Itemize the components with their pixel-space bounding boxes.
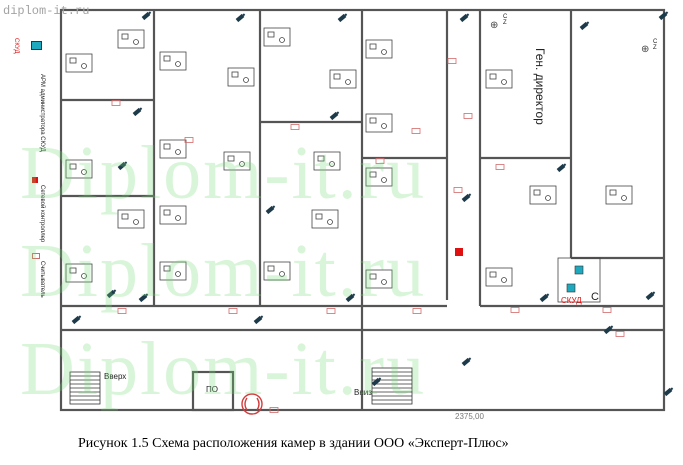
workstation-desk <box>263 27 291 47</box>
workstation-desk <box>311 209 339 229</box>
workstation-desk <box>159 205 187 225</box>
workstation-desk <box>159 51 187 71</box>
site-url: diplom-it.ru <box>3 4 90 18</box>
camera-icon <box>265 205 276 215</box>
door-sensor-icon <box>269 407 279 413</box>
workstation-desk <box>365 269 393 289</box>
door-sensor-icon <box>602 307 612 313</box>
camera-icon <box>579 21 590 31</box>
door-sensor-icon <box>290 124 300 130</box>
legend-reader: Считыватель <box>39 261 45 298</box>
cz-label-2: C Z <box>653 39 658 51</box>
camera-icon <box>235 13 246 23</box>
camera-icon <box>645 291 656 301</box>
workstation-desk <box>485 267 513 287</box>
workstation-desk <box>117 29 145 49</box>
workstation-desk <box>365 113 393 133</box>
c-label: С <box>591 291 599 303</box>
skud-monitor-icon <box>566 283 576 293</box>
door-sensor-icon <box>411 128 421 134</box>
down-label: Вниз <box>354 388 372 397</box>
door-sensor-icon <box>453 187 463 193</box>
legend-controller-icon <box>32 177 38 183</box>
door-sensor-icon <box>463 113 473 119</box>
workstation-desk <box>313 151 341 171</box>
door-sensor-icon <box>510 307 520 313</box>
stairs-left <box>69 371 101 405</box>
camera-icon <box>539 293 550 303</box>
door-sensor-icon <box>375 158 385 164</box>
stairs-right <box>371 367 413 405</box>
entrance-turnstile-icon <box>241 393 263 415</box>
gen-director-label: Ген. директор <box>533 48 547 125</box>
door-sensor-icon <box>111 100 121 106</box>
legend-arm: АРМ администратора СКУД <box>39 74 45 152</box>
camera-icon <box>106 289 117 299</box>
camera-icon <box>253 315 264 325</box>
workstation-desk <box>227 67 255 87</box>
legend-reader-icon <box>32 253 40 259</box>
camera-icon <box>459 13 470 23</box>
door-sensor-icon <box>495 164 505 170</box>
workstation-desk <box>159 139 187 159</box>
camera-icon <box>663 387 674 397</box>
workstation-desk <box>485 69 513 89</box>
workstation-desk <box>529 185 557 205</box>
figure-caption: Рисунок 1.5 Схема расположения камер в з… <box>78 436 509 451</box>
door-sensor-icon <box>326 308 336 314</box>
door-sensor-icon <box>184 137 194 143</box>
workstation-desk <box>65 263 93 283</box>
workstation-desk <box>117 209 145 229</box>
skud-monitor-icon <box>574 265 584 275</box>
camera-icon <box>337 13 348 23</box>
legend-controller: Сетевой контроллер <box>39 185 45 243</box>
legend-skud: СКУД <box>13 38 19 54</box>
camera-icon <box>603 325 614 335</box>
workstation-desk <box>223 151 251 171</box>
number-label: 2375,00 <box>455 412 484 421</box>
camera-icon <box>117 161 128 171</box>
fan-icon: ⊕ <box>490 20 498 31</box>
camera-icon <box>132 107 143 117</box>
door-sensor-icon <box>412 308 422 314</box>
workstation-desk <box>605 185 633 205</box>
camera-icon <box>461 357 472 367</box>
network-controller-icon <box>455 248 463 256</box>
camera-icon <box>461 193 472 203</box>
workstation-desk <box>65 53 93 73</box>
camera-icon <box>658 11 669 21</box>
workstation-desk <box>365 167 393 187</box>
up-label: Вверх <box>104 372 127 381</box>
door-sensor-icon <box>615 331 625 337</box>
fan-icon: ⊕ <box>641 44 649 55</box>
camera-icon <box>371 377 382 387</box>
door-sensor-icon <box>228 308 238 314</box>
workstation-desk <box>365 39 393 59</box>
workstation-desk <box>263 261 291 281</box>
camera-icon <box>345 293 356 303</box>
workstation-desk <box>159 261 187 281</box>
workstation-desk <box>65 159 93 179</box>
camera-icon <box>138 293 149 303</box>
camera-icon <box>329 111 340 121</box>
camera-icon <box>71 315 82 325</box>
skud-console <box>557 257 601 303</box>
cz-label-1: C Z <box>503 14 508 26</box>
legend-monitor-icon <box>31 41 42 50</box>
door-sensor-icon <box>447 58 457 64</box>
camera-icon <box>141 11 152 21</box>
camera-icon <box>556 163 567 173</box>
workstation-desk <box>329 69 357 89</box>
skud-room-label: СКУД <box>561 296 582 305</box>
po-label: ПО <box>206 385 218 394</box>
door-sensor-icon <box>117 308 127 314</box>
